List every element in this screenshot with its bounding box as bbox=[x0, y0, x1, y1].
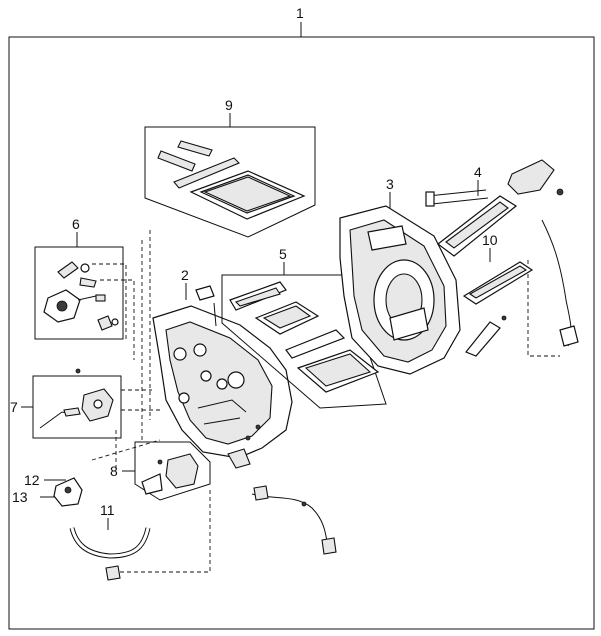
callout-4: 4 bbox=[474, 164, 482, 180]
callout-8: 8 bbox=[110, 463, 118, 479]
part-3-blower-case bbox=[339, 192, 461, 375]
part-7-actuator bbox=[21, 368, 160, 439]
connection-leaders bbox=[91, 230, 161, 470]
part-10-evaporator bbox=[462, 248, 534, 357]
assembly-frame bbox=[8, 22, 595, 630]
part-8-mode-actuator bbox=[122, 441, 211, 501]
callout-3: 3 bbox=[386, 176, 394, 192]
callout-2: 2 bbox=[181, 267, 189, 283]
part-6-lever-group bbox=[34, 232, 135, 360]
callout-12: 12 bbox=[24, 472, 40, 488]
callout-7: 7 bbox=[10, 399, 18, 415]
callout-labels: 1 9 3 4 6 10 5 2 7 8 12 13 11 bbox=[10, 5, 498, 518]
callout-5: 5 bbox=[279, 246, 287, 262]
callout-6: 6 bbox=[72, 216, 80, 232]
part-9-filter-kit bbox=[144, 113, 316, 238]
wiring-harness bbox=[251, 485, 337, 555]
part-4-heater-core bbox=[425, 159, 579, 357]
callout-1: 1 bbox=[296, 5, 304, 21]
part-5-door-group bbox=[221, 262, 387, 409]
part-2-heater-case bbox=[152, 283, 293, 469]
part-12-13-fitting bbox=[40, 477, 83, 507]
callout-9: 9 bbox=[225, 97, 233, 113]
callout-13: 13 bbox=[12, 489, 28, 505]
callout-11: 11 bbox=[100, 502, 115, 518]
part-11-drain-hose bbox=[69, 490, 211, 581]
callout-10: 10 bbox=[482, 232, 498, 248]
